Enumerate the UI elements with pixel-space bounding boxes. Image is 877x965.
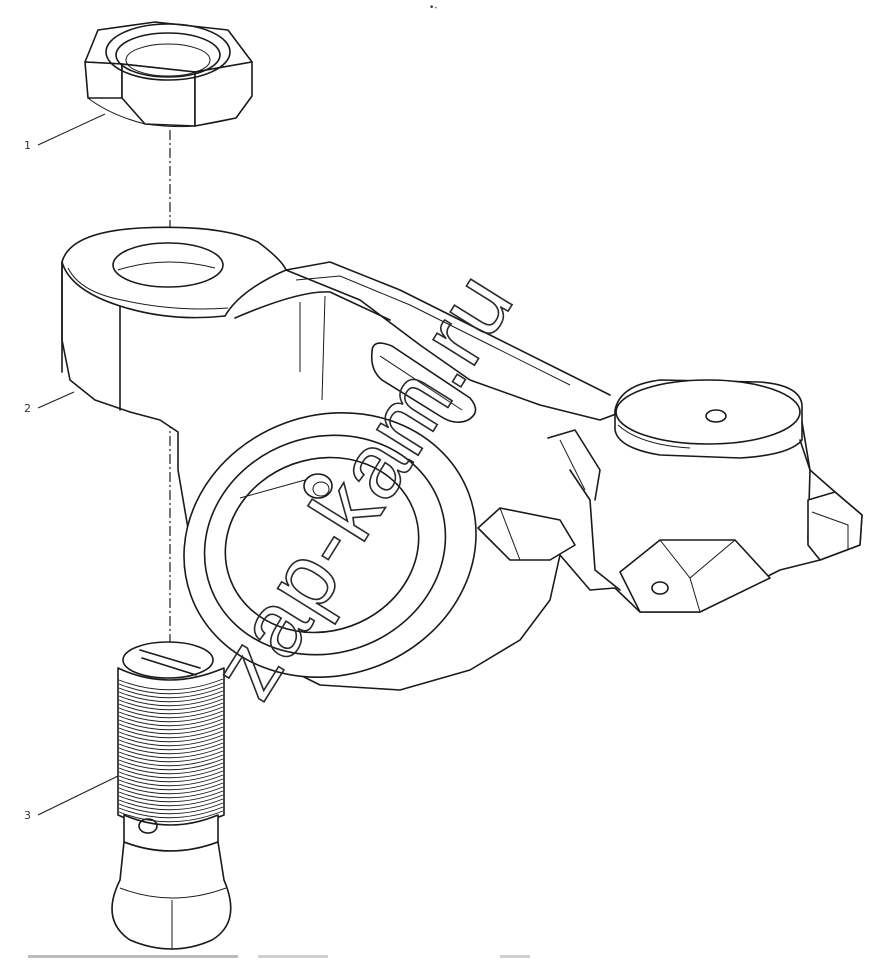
thread-line [118, 790, 224, 803]
thread-line [118, 698, 224, 711]
thread-line [118, 802, 224, 815]
callout-number-3: 3 [24, 809, 31, 822]
thread-line [118, 710, 224, 723]
thread-line [118, 746, 224, 759]
callout-number-2: 2 [24, 402, 31, 415]
thread-line [118, 690, 224, 703]
thread-line [118, 686, 224, 699]
rocker-arm-body [61, 226, 863, 691]
top-mark: •‑ [429, 3, 438, 13]
thread-line [118, 706, 224, 719]
thread-line [118, 734, 224, 747]
thread-line [118, 774, 224, 787]
thread-line [118, 794, 224, 807]
thread-line [118, 786, 224, 799]
thread-line [118, 694, 224, 707]
thread-line [118, 810, 224, 823]
thread-line [118, 682, 224, 695]
thread-line [118, 722, 224, 735]
thread-line [118, 778, 224, 791]
thread-line [118, 782, 224, 795]
callout-number-1: 1 [24, 139, 31, 152]
thread-line [118, 806, 224, 819]
thread-line [118, 758, 224, 771]
hex-nut [84, 21, 253, 128]
thread-line [118, 742, 224, 755]
thread-line [118, 770, 224, 783]
scan-artifact [28, 955, 530, 958]
thread-line [118, 714, 224, 727]
callout-1: 1 [24, 113, 106, 152]
thread-line [118, 754, 224, 767]
thread-line [118, 738, 224, 751]
callout-3: 3 [24, 775, 119, 822]
thread-line [118, 750, 224, 763]
thread-line [118, 726, 224, 739]
adjusting-screw [111, 641, 232, 950]
thread-line [118, 702, 224, 715]
thread-line [118, 730, 224, 743]
thread-line [118, 766, 224, 779]
thread-line [118, 798, 224, 811]
thread-line [118, 718, 224, 731]
thread-line [118, 678, 224, 691]
callout-2: 2 [24, 391, 75, 415]
thread-line [118, 762, 224, 775]
